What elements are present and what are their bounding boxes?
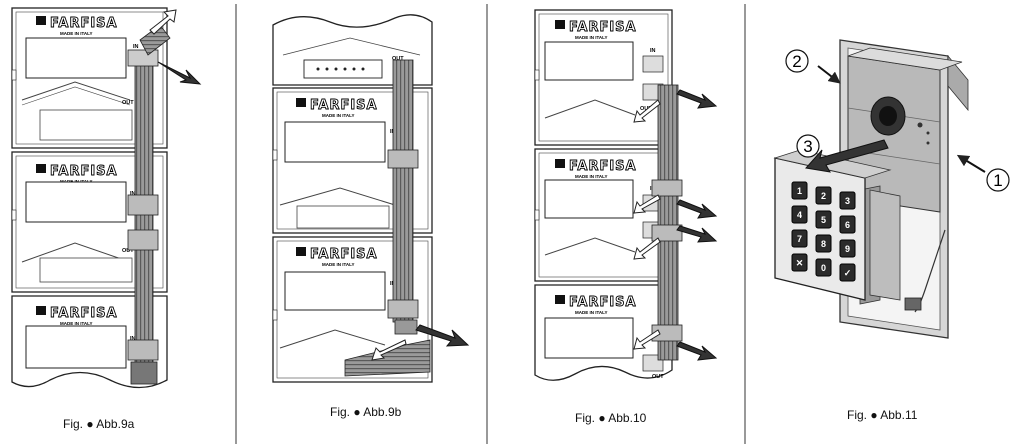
connector <box>127 339 159 361</box>
insert-arrow <box>805 139 889 173</box>
keypad-key <box>815 186 832 205</box>
callout-arrow <box>956 154 986 173</box>
brand-logo: FARFISA <box>50 16 118 31</box>
figure-9b: OUT FARFISA MADE IN ITALY IN FARFISA MAD… <box>272 14 470 419</box>
connector <box>130 361 158 385</box>
brand-logo: FARFISA <box>569 295 637 310</box>
keypad-key-label: 3 <box>845 196 850 206</box>
keypad-key-label: ✓ <box>844 268 852 278</box>
figure-11: 1 2 3 4 5 6 7 8 9 ✕ 0 ✓ 2 3 1 Fig. ● Abb.11 <box>773 39 1010 422</box>
keypad-key <box>791 205 808 224</box>
callout-1-label: 1 <box>993 171 1002 190</box>
push-arrows <box>633 99 661 350</box>
connector <box>127 49 159 67</box>
made-in-label: MADE IN ITALY <box>60 321 93 326</box>
brand-logo: FARFISA <box>50 306 118 321</box>
made-in-label: MADE IN ITALY <box>60 31 93 36</box>
keypad-key <box>839 191 856 210</box>
keypad-key-label: 2 <box>821 191 826 201</box>
keypad-key-label: 5 <box>821 215 826 225</box>
bend-arrow <box>371 339 407 361</box>
ribbon-cable <box>657 84 679 361</box>
keypad-key <box>791 181 808 200</box>
keypad-key-label: 1 <box>797 186 802 196</box>
callout-1 <box>986 168 1010 192</box>
connector <box>387 149 419 169</box>
keypad-keys: 1 2 3 4 5 6 7 8 9 ✕ 0 ✓ <box>791 181 856 282</box>
keypad-key <box>839 239 856 258</box>
pull-arrows <box>676 89 718 361</box>
brand-logo: FARFISA <box>310 247 378 262</box>
connector <box>127 229 159 251</box>
keypad-key <box>839 263 856 282</box>
made-in-label: MADE IN ITALY <box>322 113 355 118</box>
module-bottom: FARFISA MADE IN ITALY OUT <box>534 284 673 381</box>
made-in-label: MADE IN ITALY <box>575 310 608 315</box>
out-label: OUT <box>392 56 404 62</box>
connector <box>394 319 418 335</box>
in-label: IN <box>650 48 656 54</box>
out-label: OUT <box>122 100 134 106</box>
brand-logo: FARFISA <box>569 159 637 174</box>
connector <box>651 179 683 197</box>
brand-logo: FARFISA <box>310 98 378 113</box>
figure-10: FARFISA MADE IN ITALY IN OUT FARFISA MAD… <box>534 9 718 425</box>
callout-3 <box>796 134 820 158</box>
keypad-key-label: 7 <box>797 234 802 244</box>
ribbon-cable <box>392 59 414 323</box>
keypad-key-label: 0 <box>821 263 826 273</box>
connector <box>387 299 419 319</box>
callout-arrow <box>817 65 841 84</box>
keypad-key <box>791 253 808 272</box>
figure-9a: FARFISA MADE IN ITALY IN OUT FARFISA MAD… <box>11 7 202 431</box>
in-label: IN <box>130 336 136 342</box>
callout-2 <box>785 49 809 73</box>
figure-caption-10: Fig. ● Abb.10 <box>575 411 647 425</box>
brand-logo: FARFISA <box>569 20 637 35</box>
keypad-key-label: 9 <box>845 244 850 254</box>
keypad-key <box>815 234 832 253</box>
module-bottom: FARFISA MADE IN ITALY IN <box>11 295 168 389</box>
connector <box>651 324 683 342</box>
made-in-label: MADE IN ITALY <box>322 262 355 267</box>
keypad-key <box>791 229 808 248</box>
connector <box>127 194 159 216</box>
keypad-key-label: ✕ <box>796 258 804 268</box>
keypad-key <box>815 210 832 229</box>
made-in-label: MADE IN ITALY <box>575 35 608 40</box>
out-label: OUT <box>652 374 664 380</box>
keypad-key-label: 4 <box>797 210 802 220</box>
figure-caption-11: Fig. ● Abb.11 <box>847 408 918 422</box>
brand-logo: FARFISA <box>50 164 118 179</box>
module-middle: FARFISA MADE IN ITALY IN <box>534 148 673 282</box>
lift-arrow <box>149 9 177 35</box>
callout-3-label: 3 <box>803 137 812 156</box>
pull-arrow <box>415 324 470 347</box>
connector <box>651 224 683 242</box>
keypad-key-label: 8 <box>821 239 826 249</box>
pull-arrow <box>157 61 202 85</box>
module-top: FARFISA MADE IN ITALY IN OUT <box>534 9 673 146</box>
in-label: IN <box>130 191 136 197</box>
made-in-label: MADE IN ITALY <box>575 174 608 179</box>
keypad-key <box>839 215 856 234</box>
module-top: OUT <box>272 14 433 86</box>
out-label: OUT <box>122 248 134 254</box>
figure-caption-9b: Fig. ● Abb.9b <box>330 405 402 419</box>
figure-caption-9a: Fig. ● Abb.9a <box>63 417 135 431</box>
in-label: IN <box>133 44 139 50</box>
keypad-key-label: 6 <box>845 220 850 230</box>
out-label: OUT <box>640 106 652 112</box>
keypad-key <box>815 258 832 277</box>
callout-2-label: 2 <box>792 52 801 71</box>
